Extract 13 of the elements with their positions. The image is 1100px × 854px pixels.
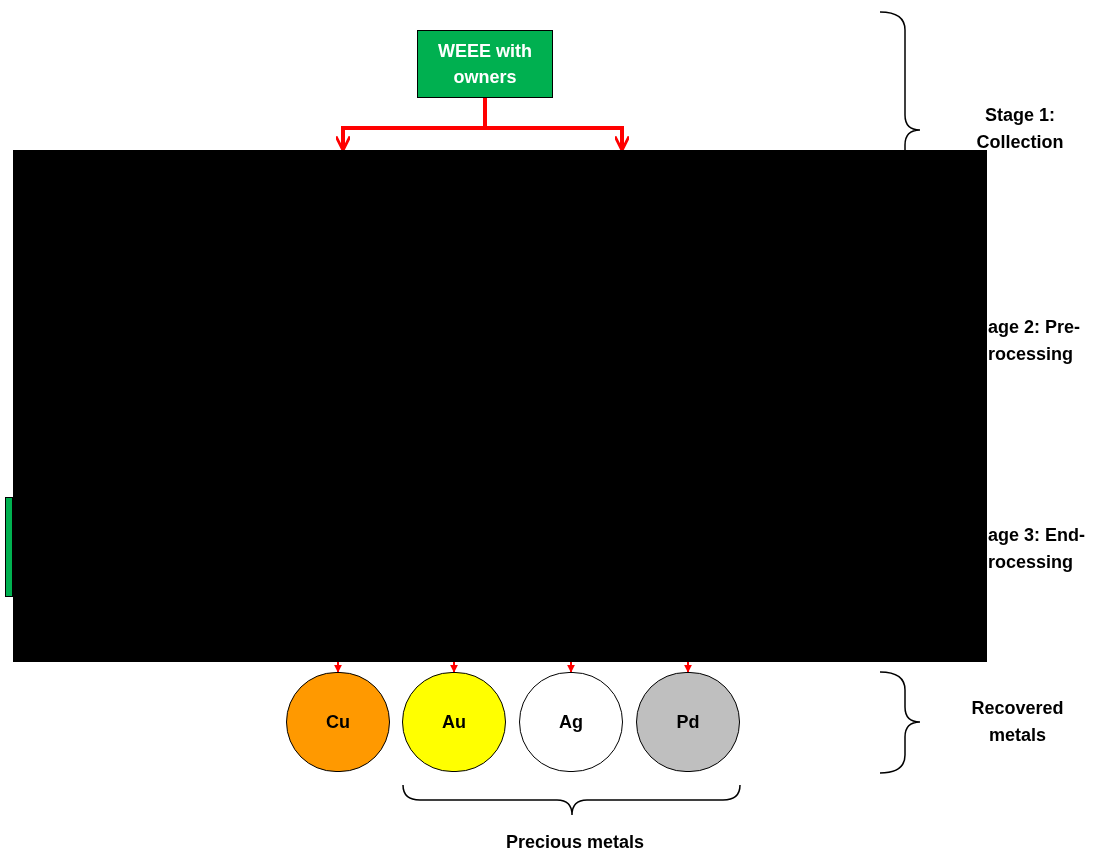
arrow	[334, 661, 342, 673]
arrow	[567, 661, 575, 673]
stage-label: Precious metals	[504, 831, 646, 854]
stage-label: age 2: Pre- rocessing	[988, 316, 1082, 366]
arrow	[684, 661, 692, 673]
redaction-block	[13, 150, 987, 662]
arrow	[483, 98, 631, 152]
process-box	[5, 497, 13, 597]
stage-label: age 3: End- rocessing	[988, 524, 1086, 574]
stage-label: Recovered metals	[970, 697, 1065, 747]
process-box: WEEE with owners	[417, 30, 553, 98]
arrow	[450, 661, 458, 673]
stage-label: Stage 1: Collection	[975, 104, 1065, 154]
